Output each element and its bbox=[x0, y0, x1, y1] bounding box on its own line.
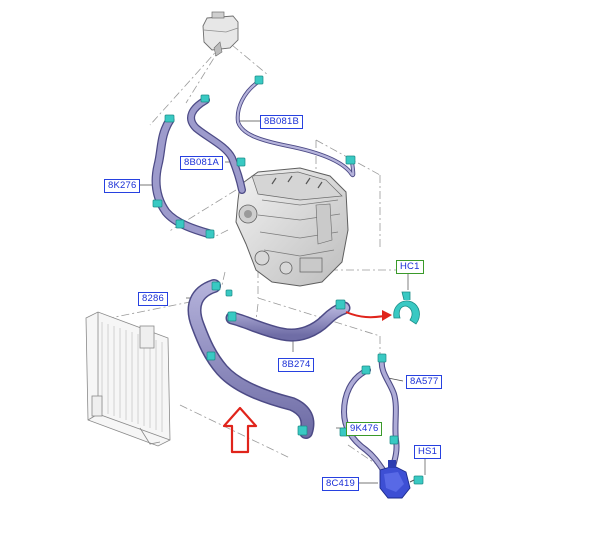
callout-8B274[interactable]: 8B274 bbox=[278, 358, 315, 372]
callout-8B081A[interactable]: 8B081A bbox=[180, 156, 224, 170]
callout-HS1[interactable]: HS1 bbox=[414, 445, 442, 459]
callout-9K476[interactable]: 9K476 bbox=[346, 422, 383, 436]
callout-HC1[interactable]: HC1 bbox=[396, 260, 424, 274]
callout-8B081B[interactable]: 8B081B bbox=[260, 115, 304, 129]
hose-8A577 bbox=[378, 357, 400, 473]
guide-lines bbox=[89, 44, 410, 471]
callout-8C419[interactable]: 8C419 bbox=[322, 477, 359, 491]
hose-8286 bbox=[187, 279, 315, 439]
red-pointer-arrow bbox=[345, 310, 392, 321]
hose-8B081A bbox=[187, 96, 246, 194]
hose-8K276 bbox=[151, 115, 215, 239]
callout-8A577[interactable]: 8A577 bbox=[406, 375, 443, 389]
thermostat-housing-icon bbox=[379, 460, 424, 499]
hose-clip-icon bbox=[393, 291, 420, 325]
hose-8B274 bbox=[225, 301, 351, 342]
engine-block-icon bbox=[235, 167, 349, 287]
hose-8B081B bbox=[235, 80, 356, 178]
radiator-icon bbox=[85, 311, 171, 447]
airflow-arrow-icon bbox=[222, 406, 258, 454]
coolant-reservoir-icon bbox=[202, 11, 239, 57]
hose-connectors bbox=[152, 75, 399, 445]
callout-8K276[interactable]: 8K276 bbox=[104, 179, 141, 193]
callout-8286[interactable]: 8286 bbox=[138, 292, 168, 306]
